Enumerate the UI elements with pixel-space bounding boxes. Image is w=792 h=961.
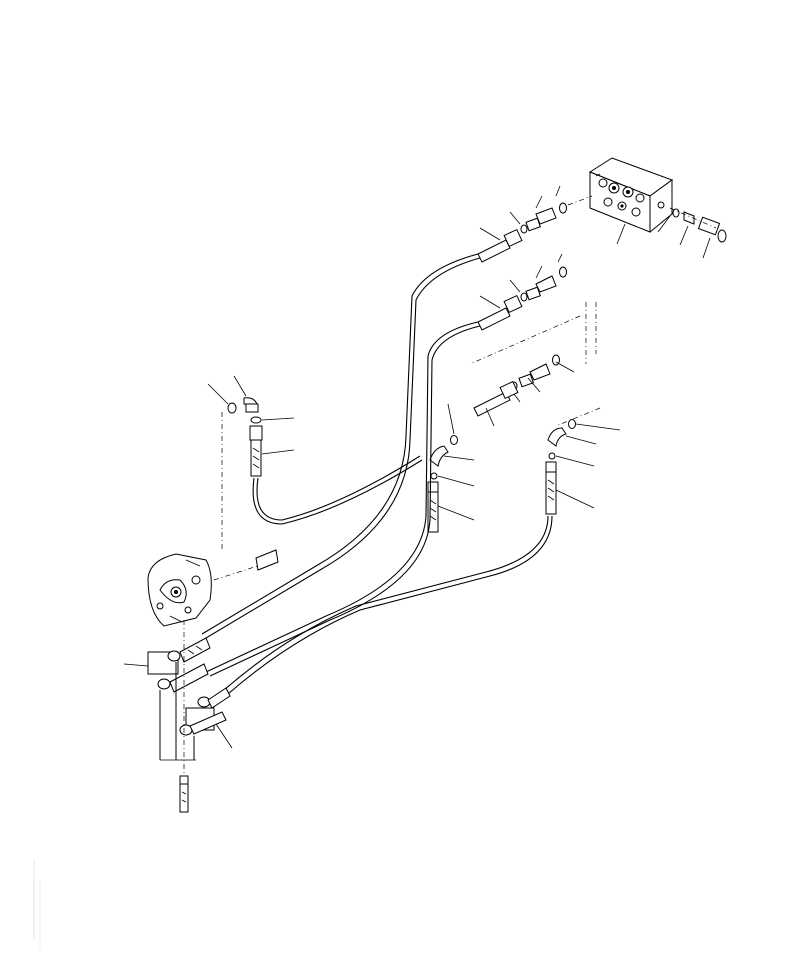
- hose-end-row-3: [473, 380, 519, 427]
- bolt-assembly-lines: [159, 620, 196, 813]
- assembly-guide-lines: [469, 302, 601, 427]
- pump-hose-ends: [123, 637, 233, 749]
- fitting-row-4-middle: [427, 403, 475, 533]
- callout-leaders-manifold: [616, 215, 711, 259]
- hose-end-row-1: [477, 227, 523, 263]
- fitting-row-1: [509, 185, 593, 234]
- fitting-row-2: [509, 253, 567, 302]
- manifold-side-fittings: [669, 207, 727, 243]
- valve-manifold-block: [588, 157, 674, 234]
- fitting-row-4-right: [545, 419, 621, 509]
- fitting-row-3: [507, 354, 575, 403]
- fitting-left-elbow: [207, 375, 295, 550]
- hydraulic-hoses: [201, 253, 553, 695]
- scan-artifact-lines: [33, 860, 41, 950]
- hose-piece-right: [545, 471, 557, 515]
- hose-end-row-2: [477, 294, 523, 331]
- pump-valve-body: [147, 549, 279, 627]
